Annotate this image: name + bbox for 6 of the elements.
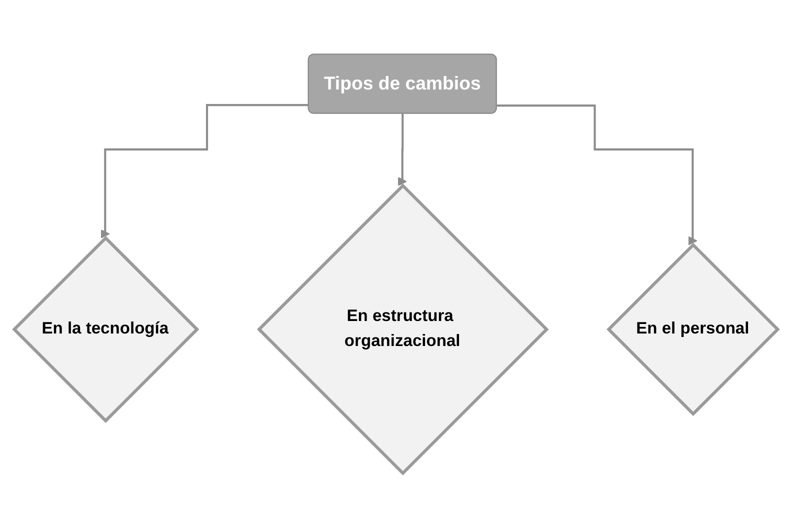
arrow [398,112,407,186]
node-diamond: En estructura organizacional [256,184,549,476]
node-diamond: En el personal [606,242,780,416]
arrow [100,104,309,239]
arrow [496,104,698,246]
node-diamond: En la tecnología [12,236,200,424]
